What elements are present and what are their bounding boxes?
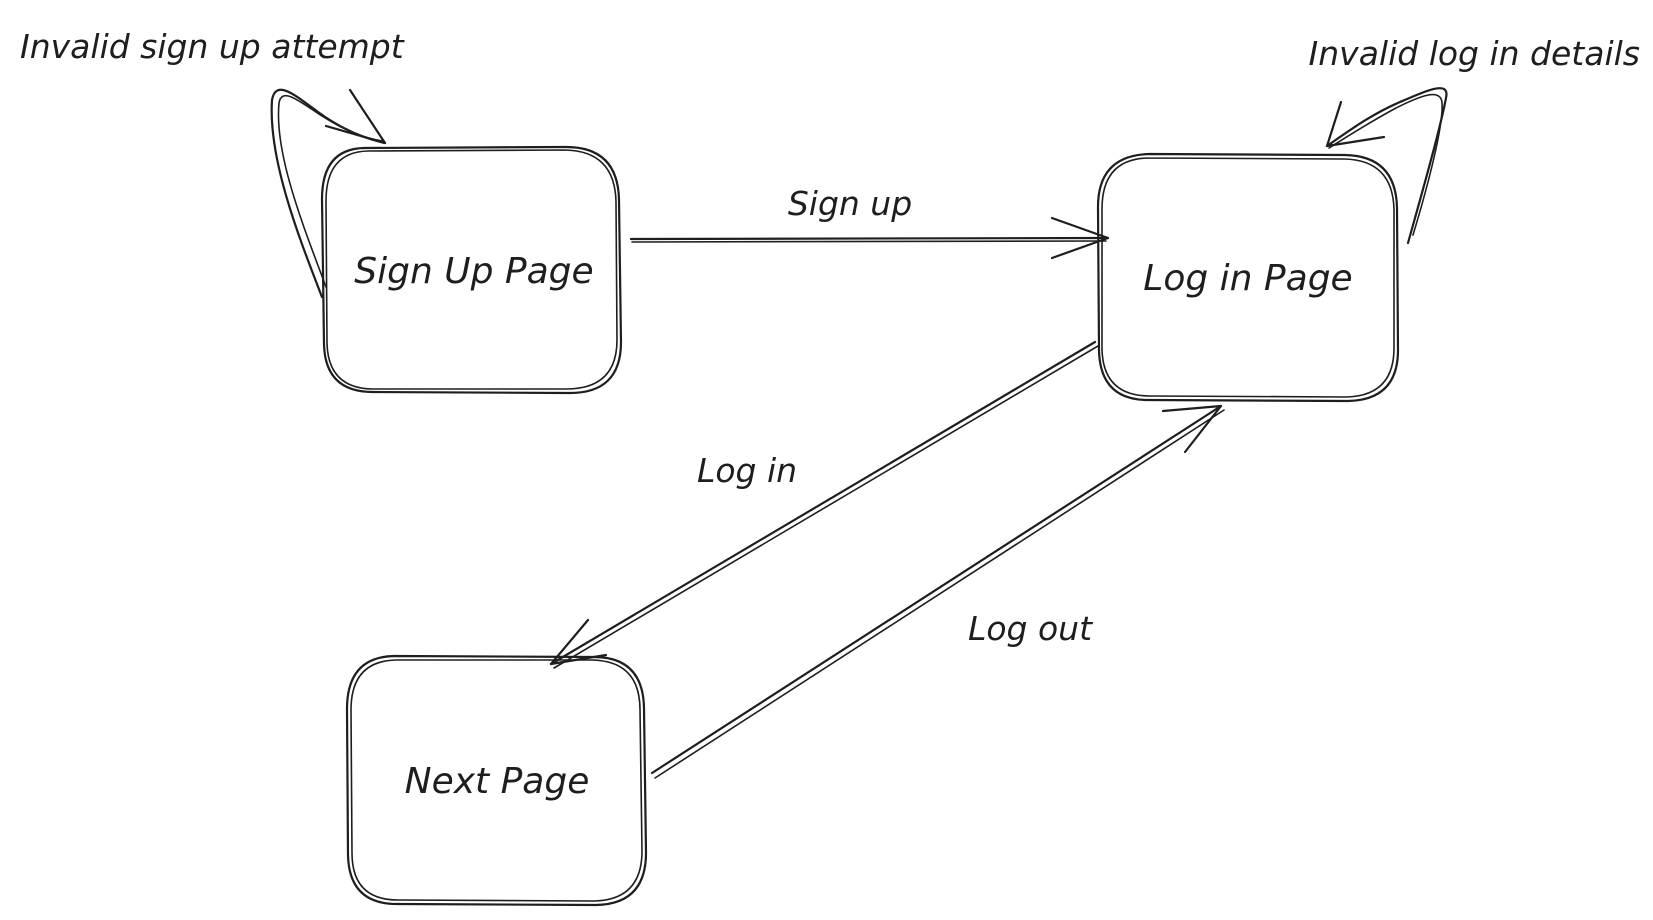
edge-sign-up-line [629,236,1110,241]
edge-sign-up[interactable]: Sign up [629,184,1110,260]
edge-log-out[interactable]: Log out [650,404,1225,779]
edge-invalid-log-in-label: Invalid log in details [1309,34,1640,73]
node-sign-up-page-label: Sign Up Page [354,251,593,292]
edge-log-in-arrowhead [549,618,608,666]
edge-log-out-arrowhead [1161,404,1223,454]
node-log-in-page-box [1096,152,1400,403]
edge-invalid-sign-up-arrowhead [324,88,387,145]
edge-invalid-log-in-loop [1325,87,1448,245]
edge-sign-up-arrowhead [1050,216,1110,260]
edge-log-out-line [650,404,1223,775]
edge-log-in-label: Log in [697,451,797,490]
node-log-in-page[interactable]: Log in Page [1096,152,1400,403]
node-next-page-box [345,654,648,907]
edge-invalid-sign-up-label: Invalid sign up attempt [20,27,405,66]
edge-invalid-sign-up[interactable]: Invalid sign up attempt [20,27,405,299]
node-sign-up-page-box [320,145,623,395]
edge-log-in[interactable]: Log in [549,340,1099,669]
edge-log-in-line [549,340,1097,666]
edge-log-out-label: Log out [968,609,1093,648]
edge-sign-up-label: Sign up [788,184,912,223]
node-sign-up-page[interactable]: Sign Up Page [320,145,623,395]
node-next-page-label: Next Page [405,761,590,802]
node-next-page[interactable]: Next Page [345,654,648,907]
edge-invalid-log-in[interactable]: Invalid log in details [1309,34,1640,245]
edge-invalid-log-in-arrowhead [1325,100,1386,148]
node-log-in-page-label: Log in Page [1143,258,1352,299]
